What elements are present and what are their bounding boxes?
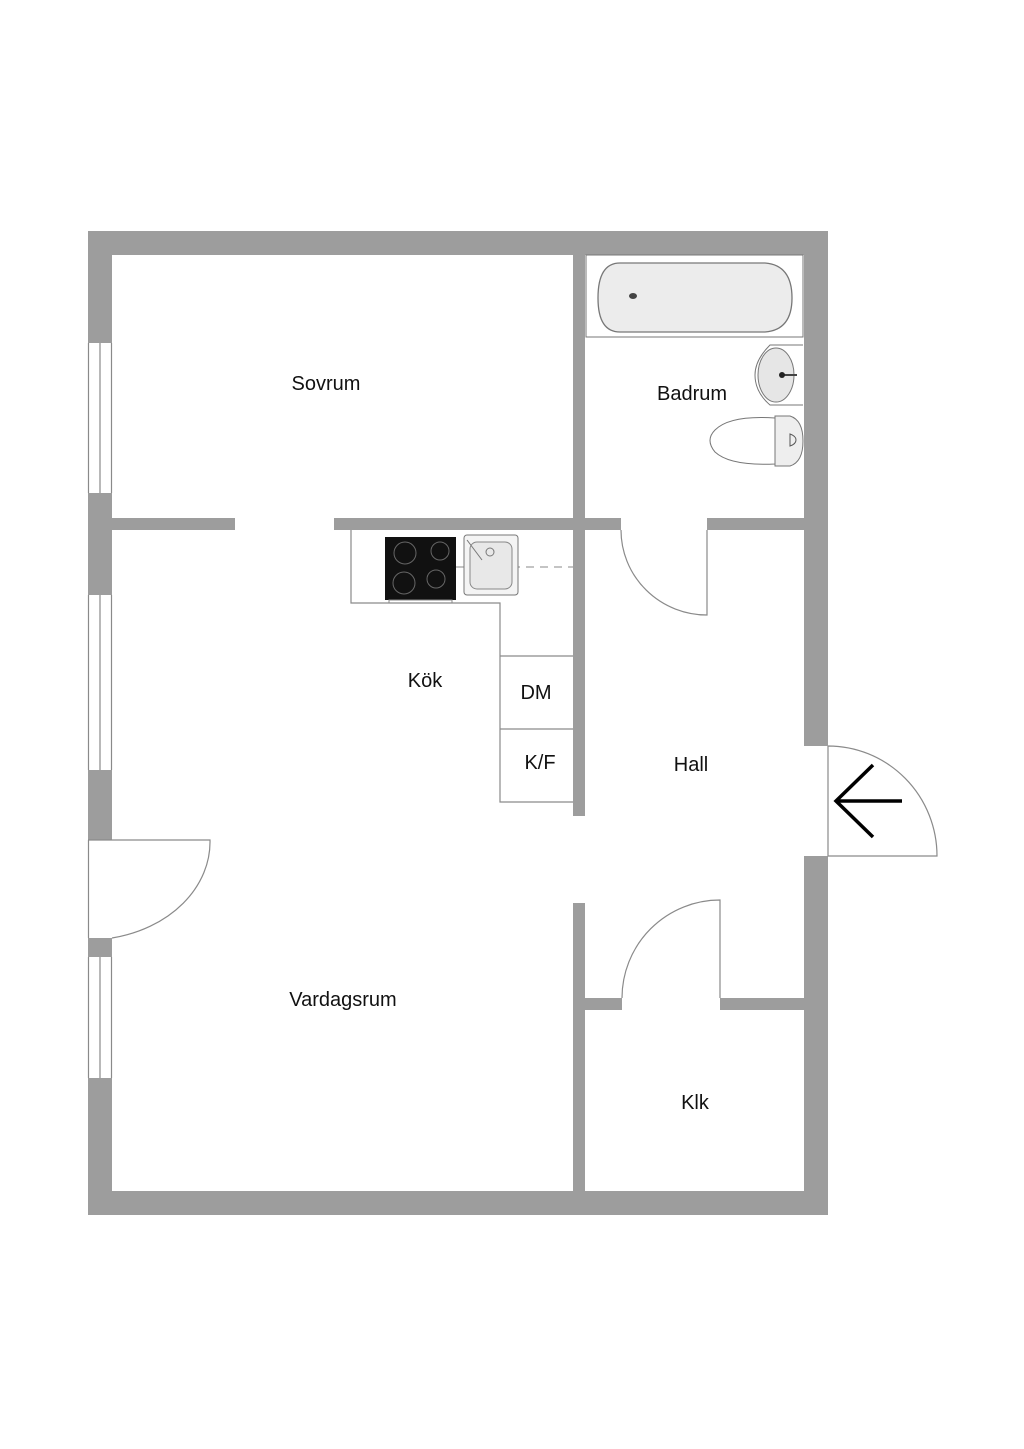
room-labels: Sovrum Badrum Kök DM K/F Hall Vardagsrum… bbox=[289, 373, 727, 1114]
closet-door bbox=[621, 899, 721, 999]
balcony-door bbox=[87, 839, 211, 939]
window bbox=[87, 595, 113, 770]
label-hall: Hall bbox=[674, 754, 708, 776]
window bbox=[87, 957, 113, 1078]
label-dm: DM bbox=[520, 682, 551, 704]
exterior-walls bbox=[88, 231, 828, 1215]
entrance-door bbox=[804, 745, 938, 857]
label-kf: K/F bbox=[524, 752, 555, 774]
label-vardagsrum: Vardagsrum bbox=[289, 989, 396, 1011]
label-klk: Klk bbox=[681, 1092, 710, 1114]
interior-walls bbox=[112, 255, 804, 1191]
label-sovrum: Sovrum bbox=[292, 373, 361, 395]
kitchen-counter bbox=[350, 530, 573, 803]
label-kok: Kök bbox=[408, 670, 443, 692]
label-badrum: Badrum bbox=[657, 383, 727, 405]
entrance-arrow-icon bbox=[833, 763, 902, 839]
toilet-icon bbox=[709, 415, 804, 467]
washbasin-icon bbox=[754, 344, 803, 406]
bathtub-icon bbox=[585, 254, 804, 338]
bathroom-door bbox=[620, 529, 708, 616]
window bbox=[87, 343, 113, 493]
sink-icon bbox=[463, 534, 519, 596]
windows bbox=[87, 343, 113, 1078]
stove-icon bbox=[385, 537, 456, 604]
